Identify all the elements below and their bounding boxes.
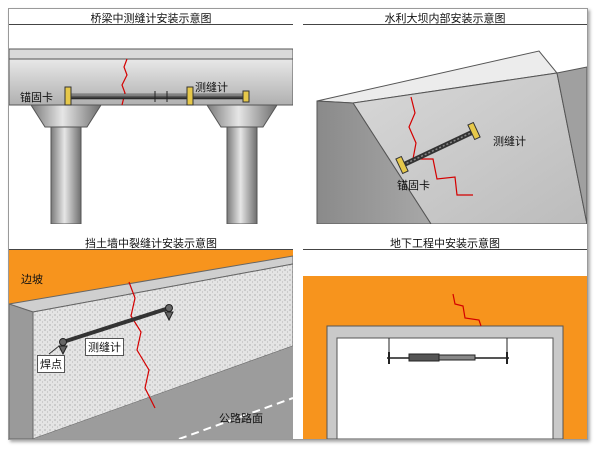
anchor-clamp-right <box>186 86 194 106</box>
panel-bridge: 桥梁中测缝计安装示意图 <box>9 9 293 224</box>
pier-left <box>50 126 82 224</box>
label-road-surface: 公路路面 <box>219 412 263 425</box>
wall-side <box>9 303 34 439</box>
panel-underground: 地下工程中安装示意图 <box>303 234 587 439</box>
anchor-clamp-right <box>467 121 481 141</box>
panel-retaining-wall: 挡土墙中裂缝计安装示意图 边坡 测缝计 <box>9 234 293 439</box>
slope-backfill <box>9 250 293 304</box>
weld-point-right <box>165 304 173 312</box>
dam-right-face <box>556 66 587 224</box>
gauge-rod <box>62 306 170 344</box>
anchor-clamp-left <box>64 86 72 106</box>
panel-title: 水利大坝内部安装示意图 <box>384 12 506 25</box>
label-anchor-clamp: 锚固卡 <box>20 91 53 104</box>
label-crack-gauge: 测缝计 <box>195 81 228 94</box>
gauge-end <box>242 90 250 103</box>
label-weld-point: 焊点 <box>37 355 65 373</box>
crack <box>452 293 482 327</box>
title-rule <box>9 24 293 25</box>
figure-frame: 桥梁中测缝计安装示意图 <box>8 8 588 440</box>
title-rule <box>9 249 293 250</box>
label-slope: 边坡 <box>21 273 43 286</box>
bridge-deck-top <box>9 48 293 60</box>
tunnel-interior <box>336 337 554 439</box>
title-rule <box>303 24 587 25</box>
crack <box>128 281 156 409</box>
pier-cap-right <box>206 104 278 128</box>
pier-cap-left <box>30 104 102 128</box>
retaining-wall-illustration <box>9 250 293 439</box>
label-crack-gauge: 测缝计 <box>85 338 124 356</box>
label-anchor-clamp: 锚固卡 <box>397 179 430 192</box>
dam-illustration <box>316 50 587 224</box>
dam-side <box>316 100 432 224</box>
road-surface <box>33 346 293 439</box>
gauge-tube <box>438 354 476 361</box>
label-crack-gauge: 测缝计 <box>493 135 526 148</box>
crack <box>408 96 473 196</box>
title-rule <box>303 249 587 250</box>
weld-point-left <box>59 338 67 346</box>
road-marking <box>178 397 293 439</box>
panel-title: 挡土墙中裂缝计安装示意图 <box>85 237 217 250</box>
underground-illustration <box>303 276 587 439</box>
panel-dam: 水利大坝内部安装示意图 测缝计 锚固卡 <box>303 9 587 224</box>
panel-title: 地下工程中安装示意图 <box>390 237 500 250</box>
bridge-illustration <box>9 48 293 224</box>
gauge-body <box>408 353 440 362</box>
panel-title: 桥梁中测缝计安装示意图 <box>90 12 212 25</box>
pier-right <box>226 126 258 224</box>
anchor-clamp-left <box>395 155 409 175</box>
